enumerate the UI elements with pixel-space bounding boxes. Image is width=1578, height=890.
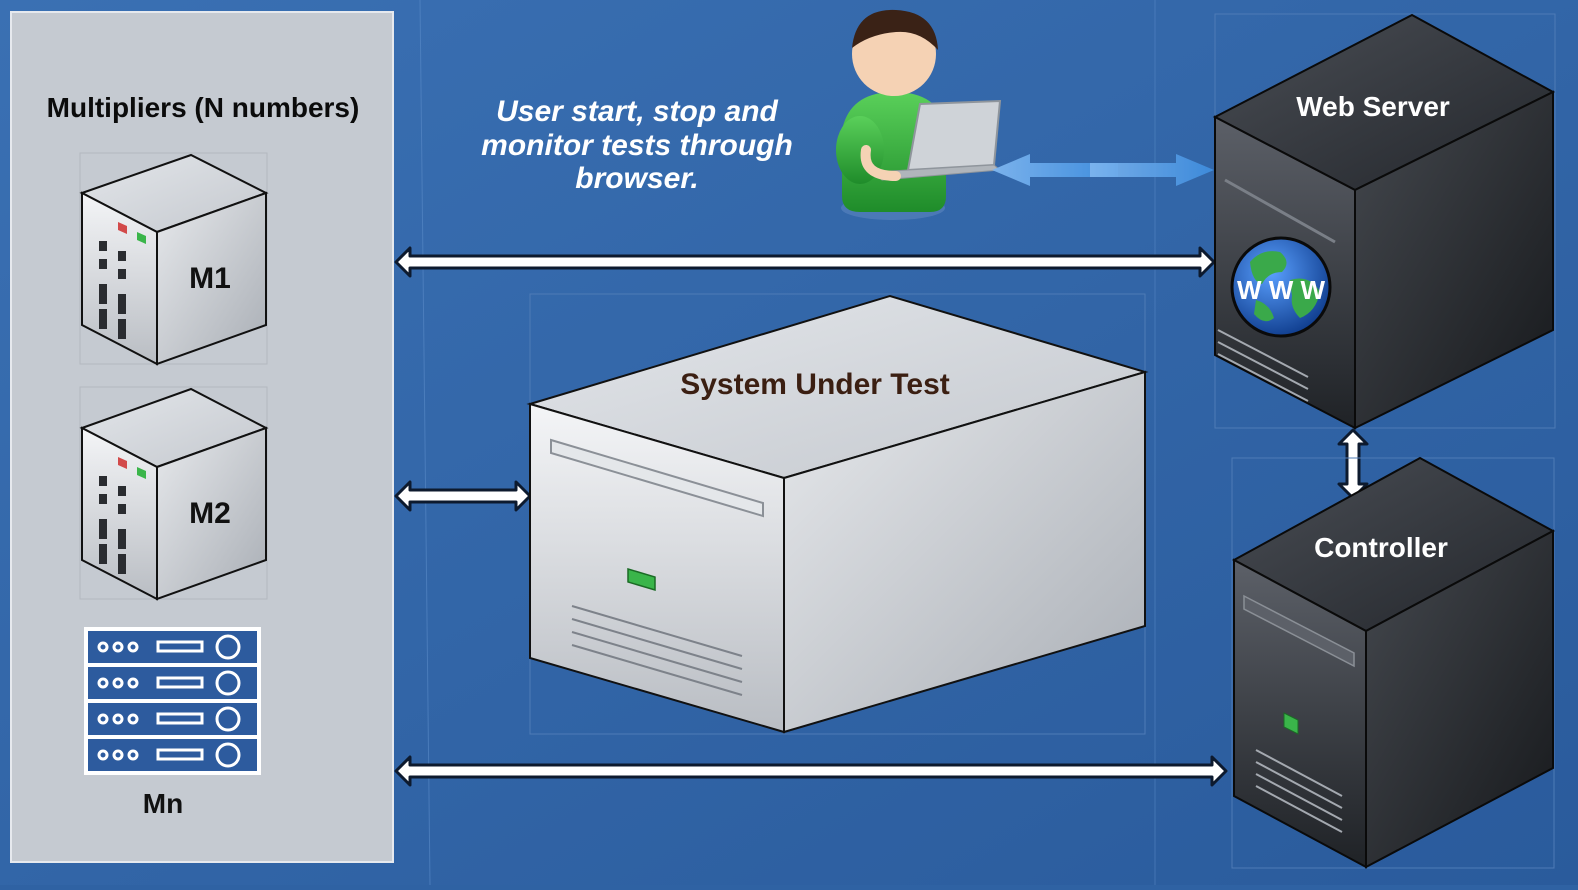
user-with-laptop-icon [836, 9, 1002, 220]
guide-line [419, 0, 431, 886]
node-label-mn: Mn [143, 788, 183, 819]
controller-vent-lines [1255, 749, 1343, 833]
sut-side [783, 370, 1146, 734]
drive-bays [99, 476, 126, 574]
sut-drive-slot [550, 438, 764, 518]
multiplier-node-m1[interactable]: M1 [79, 152, 269, 366]
status-led-red [118, 222, 127, 234]
user-note-line-2: monitor tests through [481, 129, 793, 162]
user-note-line-3: browser. [575, 162, 698, 195]
controller-drive-slot [1243, 594, 1355, 668]
webserver-label: Web Server [1296, 91, 1450, 122]
web-server[interactable]: W W W Web Server [1212, 13, 1556, 430]
multiplier-node-mn[interactable]: Mn [84, 627, 261, 819]
user-note-line-1: User start, stop and [496, 95, 778, 128]
user-webserver-link [992, 154, 1214, 186]
user-note: User start, stop and monitor tests throu… [481, 95, 793, 195]
arrow-multipliers-controller [394, 755, 1228, 787]
webserver-side [1354, 90, 1554, 430]
cube-side [156, 426, 267, 601]
sut-power-led [627, 567, 656, 592]
status-led-red [118, 457, 127, 469]
webserver-vent-lines [1217, 329, 1309, 402]
controller[interactable]: Controller [1231, 456, 1556, 869]
webserver-slot [1224, 178, 1336, 244]
multipliers-panel: Multipliers (N numbers) M1 [10, 11, 394, 863]
node-label-m2: M2 [189, 497, 231, 530]
globe-text: W W W [1237, 275, 1326, 305]
rack-server-icon [88, 631, 257, 771]
multiplier-node-m2[interactable]: M2 [79, 386, 269, 601]
controller-side [1365, 529, 1554, 869]
sut-label: System Under Test [680, 368, 950, 401]
system-under-test[interactable]: System Under Test [526, 293, 1149, 735]
multipliers-title: Multipliers (N numbers) [47, 92, 360, 123]
sut-vent-lines [571, 605, 743, 696]
controller-power-led [1283, 712, 1299, 735]
cube-side [156, 191, 267, 366]
node-label-m1: M1 [189, 262, 231, 295]
globe-icon: W W W [1230, 236, 1332, 338]
status-led-green [137, 232, 146, 244]
status-led-green [137, 467, 146, 479]
drive-bays [99, 241, 126, 339]
controller-label: Controller [1314, 532, 1448, 563]
